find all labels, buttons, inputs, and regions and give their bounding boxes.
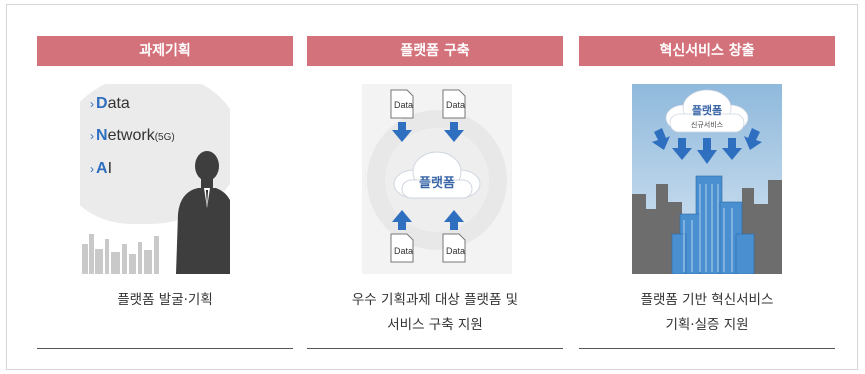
term-rest: etwork xyxy=(107,127,155,144)
platform-build-illustration: Data Data 플랫폼 Data Data xyxy=(362,84,512,274)
bullet-arrow-icon: › xyxy=(90,97,94,111)
column-caption: 플랫폼 기반 혁신서비스 기획·실증 지원 xyxy=(579,288,835,338)
term-item-ai: ›AI xyxy=(90,153,175,185)
businessman-silhouette-icon xyxy=(82,151,230,274)
column-innovation-service: 혁신서비스 창출 xyxy=(579,36,835,349)
caption-line: 서비스 구축 지원 xyxy=(387,317,483,333)
planning-illustration: ›Data ›Network(5G) ›AI xyxy=(80,84,230,274)
term-rest: I xyxy=(107,160,113,177)
cloud-sublabel: 신규서비스 xyxy=(690,121,724,129)
term-item-network: ›Network(5G) xyxy=(90,120,175,153)
term-initial: A xyxy=(96,160,108,177)
caption-line: 플랫폼 발굴·기획 xyxy=(117,292,213,308)
column-planning: 과제기획 xyxy=(37,36,293,349)
column-header: 혁신서비스 창출 xyxy=(579,36,835,66)
data-document-label: Data xyxy=(394,246,414,256)
data-document-label: Data xyxy=(446,246,466,256)
city-buildings-icon xyxy=(632,84,782,274)
cloud-label: 플랫폼 xyxy=(691,104,723,117)
data-document-label: Data xyxy=(446,100,466,110)
column-platform-build: 플랫폼 구축 xyxy=(307,36,563,349)
term-list: ›Data ›Network(5G) ›AI xyxy=(90,88,175,185)
caption-line: 기획·실증 지원 xyxy=(665,317,749,333)
innovation-service-illustration: 플랫폼 신규서비스 xyxy=(632,84,782,274)
column-header: 플랫폼 구축 xyxy=(307,36,563,66)
divider xyxy=(307,348,563,349)
term-item-data: ›Data xyxy=(90,88,175,120)
data-document-label: Data xyxy=(394,100,414,110)
column-caption: 플랫폼 발굴·기획 xyxy=(37,288,293,313)
column-header: 과제기획 xyxy=(37,36,293,66)
cloud-label: 플랫폼 xyxy=(419,176,455,191)
column-caption: 우수 기획과제 대상 플랫폼 및 서비스 구축 지원 xyxy=(307,288,563,338)
term-initial: D xyxy=(96,95,108,112)
term-suffix: (5G) xyxy=(154,132,175,143)
bullet-arrow-icon: › xyxy=(90,162,94,176)
cloud-icon xyxy=(367,89,507,263)
divider xyxy=(579,348,835,349)
term-initial: N xyxy=(96,127,108,144)
bullet-arrow-icon: › xyxy=(90,129,94,143)
term-rest: ata xyxy=(107,95,130,112)
divider xyxy=(37,348,293,349)
caption-line: 플랫폼 기반 혁신서비스 xyxy=(640,292,774,308)
content-frame xyxy=(6,4,858,370)
caption-line: 우수 기획과제 대상 플랫폼 및 xyxy=(351,292,519,308)
